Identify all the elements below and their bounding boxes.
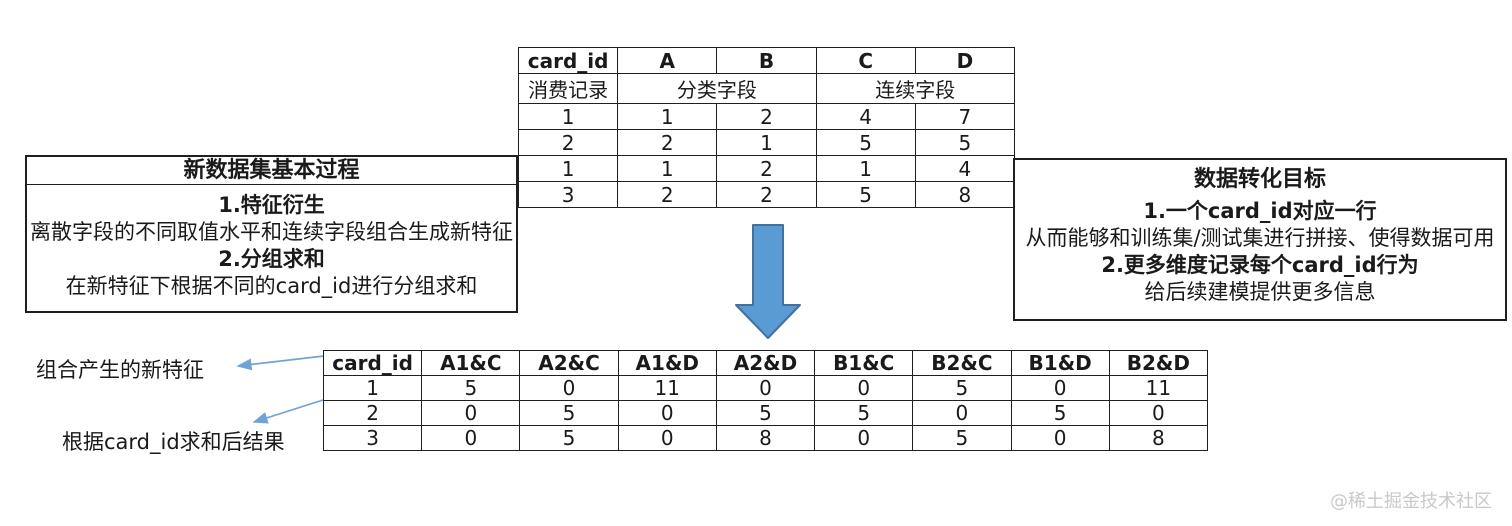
table-row: 1 5 0 11 0 0 5 0 11 bbox=[322, 375, 1209, 401]
cell: 8 bbox=[1108, 425, 1209, 451]
header-cell: A2&D bbox=[715, 350, 816, 376]
down-arrow-icon bbox=[735, 224, 801, 339]
cell: 3 bbox=[322, 425, 423, 451]
header-cell: A1&C bbox=[421, 350, 521, 376]
annotation-arrow-icon bbox=[236, 355, 325, 371]
process-box: 新数据集基本过程 1.特征衍生 离散字段的不同取值水平和连续字段组合生成新特征 … bbox=[25, 155, 518, 313]
cell: 1 bbox=[617, 155, 718, 182]
goal1-title: 1.一个card_id对应一行 bbox=[1143, 199, 1377, 223]
cell: 7 bbox=[914, 103, 1016, 130]
process-step1-title: 1.特征衍生 bbox=[218, 193, 325, 217]
group-cell-row-label: 消费记录 bbox=[517, 73, 619, 104]
cell: 1 bbox=[517, 103, 619, 130]
goal-box-title: 数据转化目标 bbox=[1193, 167, 1326, 192]
source-table-group-row: 消费记录 分类字段 连续字段 bbox=[517, 73, 1016, 104]
cell: 1 bbox=[517, 155, 619, 182]
cell: 0 bbox=[1010, 375, 1110, 401]
cell: 0 bbox=[617, 400, 717, 426]
header-cell-c: C bbox=[815, 47, 916, 74]
cell: 2 bbox=[517, 129, 619, 156]
watermark: @稀土掘金技术社区 bbox=[1330, 491, 1492, 512]
table-row: 3 0 5 0 8 0 5 0 8 bbox=[322, 425, 1209, 451]
cell: 4 bbox=[815, 103, 916, 130]
source-records-table: card_id A B C D 消费记录 分类字段 连续字段 1 1 2 4 7… bbox=[517, 47, 1016, 208]
process-step2-desc: 在新特征下根据不同的card_id进行分组求和 bbox=[65, 274, 478, 298]
new-features-label: 组合产生的新特征 bbox=[36, 358, 204, 382]
process-box-title: 新数据集基本过程 bbox=[27, 157, 516, 185]
cell: 0 bbox=[814, 375, 914, 401]
process-step1-desc: 离散字段的不同取值水平和连续字段组合生成新特征 bbox=[30, 220, 513, 244]
cell: 0 bbox=[1010, 425, 1110, 451]
cell: 0 bbox=[715, 375, 816, 401]
source-table-header-row: card_id A B C D bbox=[517, 47, 1016, 74]
cell: 2 bbox=[322, 400, 423, 426]
cell: 0 bbox=[1108, 400, 1209, 426]
cell: 1 bbox=[716, 129, 817, 156]
cell: 5 bbox=[1010, 400, 1110, 426]
cell: 8 bbox=[715, 425, 816, 451]
header-cell: B1&C bbox=[814, 350, 914, 376]
table-row: 1 1 2 1 4 bbox=[517, 155, 1016, 182]
annotation-arrow-icon bbox=[252, 399, 324, 424]
cell: 2 bbox=[716, 155, 817, 182]
cell: 4 bbox=[914, 155, 1016, 182]
cell: 5 bbox=[815, 129, 916, 156]
cell: 3 bbox=[517, 181, 619, 208]
cell: 5 bbox=[914, 129, 1016, 156]
process-box-body: 1.特征衍生 离散字段的不同取值水平和连续字段组合生成新特征 2.分组求和 在新… bbox=[27, 185, 516, 300]
header-cell: B2&D bbox=[1108, 350, 1209, 376]
process-step2-title: 2.分组求和 bbox=[218, 247, 325, 271]
cell: 2 bbox=[617, 181, 718, 208]
table-row: 2 2 1 5 5 bbox=[517, 129, 1016, 156]
cell: 5 bbox=[814, 400, 914, 426]
cell: 0 bbox=[421, 425, 521, 451]
grouped-result-label: 根据card_id求和后结果 bbox=[62, 430, 285, 454]
cell: 1 bbox=[815, 155, 916, 182]
cell: 5 bbox=[421, 375, 521, 401]
table-row: 3 2 2 5 8 bbox=[517, 181, 1016, 208]
cell: 11 bbox=[617, 375, 717, 401]
header-cell-d: D bbox=[914, 47, 1016, 74]
cell: 5 bbox=[912, 425, 1012, 451]
cell: 5 bbox=[519, 400, 619, 426]
header-cell: A2&C bbox=[519, 350, 619, 376]
cell: 2 bbox=[716, 181, 817, 208]
cell: 11 bbox=[1108, 375, 1209, 401]
table-row: 1 1 2 4 7 bbox=[517, 103, 1016, 130]
goal2-title: 2.更多维度记录每个card_id行为 bbox=[1101, 253, 1419, 277]
cell: 0 bbox=[912, 400, 1012, 426]
header-cell: card_id bbox=[322, 350, 423, 376]
cell: 0 bbox=[617, 425, 717, 451]
cell: 0 bbox=[519, 375, 619, 401]
result-table: card_id A1&C A2&C A1&D A2&D B1&C B2&C B1… bbox=[322, 350, 1209, 451]
header-cell: B1&D bbox=[1010, 350, 1110, 376]
cell: 1 bbox=[617, 103, 718, 130]
goal-box-body: 1.一个card_id对应一行 从而能够和训练集/测试集进行拼接、使得数据可用 … bbox=[1015, 196, 1505, 306]
result-table-header-row: card_id A1&C A2&C A1&D A2&D B1&C B2&C B1… bbox=[322, 350, 1209, 376]
group-cell-continuous: 连续字段 bbox=[815, 73, 1016, 104]
cell: 0 bbox=[421, 400, 521, 426]
cell: 8 bbox=[914, 181, 1016, 208]
header-cell-a: A bbox=[617, 47, 718, 74]
cell: 2 bbox=[716, 103, 817, 130]
group-cell-categorical: 分类字段 bbox=[617, 73, 817, 104]
goal-box: 数据转化目标 1.一个card_id对应一行 从而能够和训练集/测试集进行拼接、… bbox=[1013, 158, 1507, 321]
cell: 1 bbox=[322, 375, 423, 401]
cell: 0 bbox=[814, 425, 914, 451]
cell: 5 bbox=[815, 181, 916, 208]
goal1-desc: 从而能够和训练集/测试集进行拼接、使得数据可用 bbox=[1025, 226, 1495, 250]
header-cell-card-id: card_id bbox=[517, 47, 619, 74]
cell: 2 bbox=[617, 129, 718, 156]
cell: 5 bbox=[912, 375, 1012, 401]
header-cell: A1&D bbox=[617, 350, 717, 376]
goal2-desc: 给后续建模提供更多信息 bbox=[1144, 280, 1376, 304]
cell: 5 bbox=[715, 400, 816, 426]
table-row: 2 0 5 0 5 5 0 5 0 bbox=[322, 400, 1209, 426]
header-cell: B2&C bbox=[912, 350, 1012, 376]
header-cell-b: B bbox=[716, 47, 817, 74]
cell: 5 bbox=[519, 425, 619, 451]
